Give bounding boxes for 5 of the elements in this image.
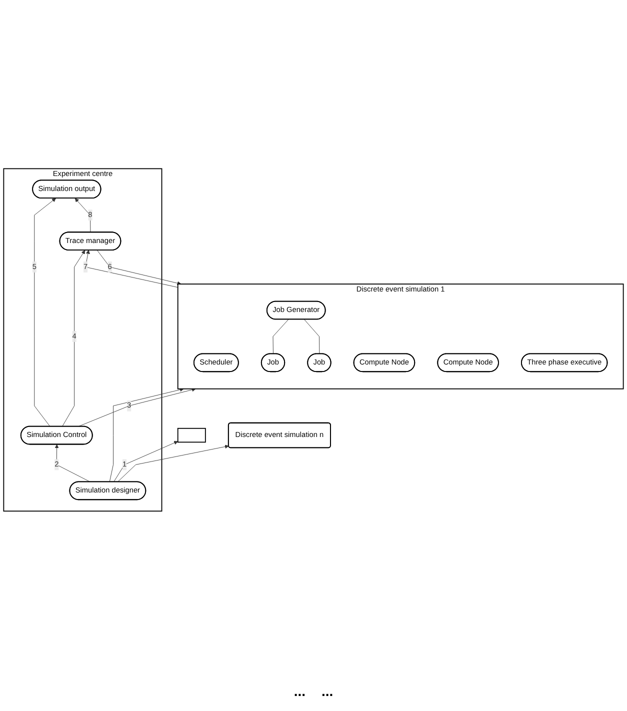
ellipsis-label: ...	[294, 683, 306, 701]
connector	[272, 319, 289, 354]
node-box	[177, 428, 206, 443]
ellipsis-label: ...	[322, 683, 334, 701]
connector	[304, 319, 320, 354]
